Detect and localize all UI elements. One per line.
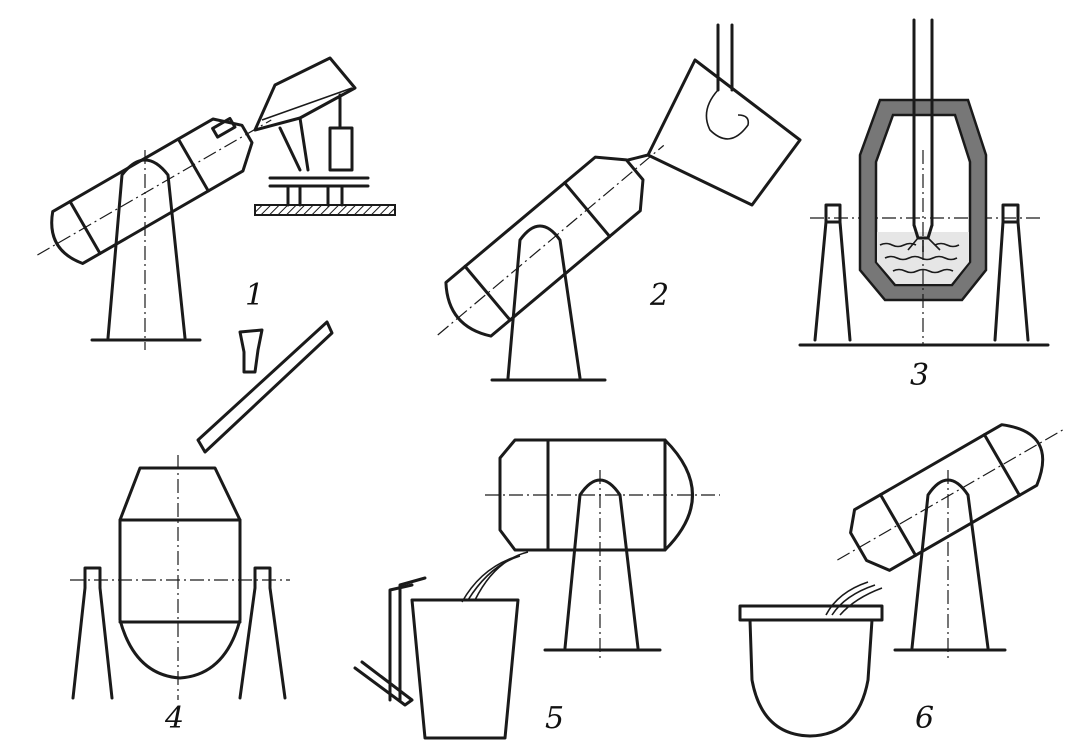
panel-4 [70,320,334,700]
converter-lining [858,98,988,302]
bowl-ladle [738,604,884,738]
charging-platform [254,204,396,216]
support-pillar [563,478,640,650]
panel-3 [798,18,1050,347]
converter-body [837,423,1063,572]
panel-6 [738,423,1063,738]
panel-label-2: 2 [649,278,669,313]
crane-ladle [626,23,802,207]
panel-label-5: 5 [545,701,564,736]
metal-stream [825,581,883,616]
converter-body [118,466,242,680]
left-trunnion-stand [71,566,114,700]
metal-stream [461,551,529,603]
bath-waves [879,242,960,274]
support-pillar [910,478,990,650]
right-trunnion-stand [238,566,287,700]
support-pillar [506,224,582,380]
panel-2 [437,23,802,382]
stopper-mechanism [353,576,427,707]
panel-label-3: 3 [910,358,929,393]
panel-label-4: 4 [164,701,184,736]
right-trunnion-stand [993,203,1030,342]
converter-body [485,438,720,552]
panel-label-1: 1 [245,278,264,313]
scrap-charging-box [253,56,370,207]
panel-label-6: 6 [915,701,934,736]
feed-chute [196,320,334,454]
panel-1 [37,56,396,350]
left-trunnion-stand [813,203,852,342]
oxygen-lance [907,18,941,252]
panel-5 [353,438,720,740]
casting-ladle [410,598,520,740]
converter-body [437,144,665,338]
support-pillar [106,158,187,340]
converter-body [37,116,272,265]
